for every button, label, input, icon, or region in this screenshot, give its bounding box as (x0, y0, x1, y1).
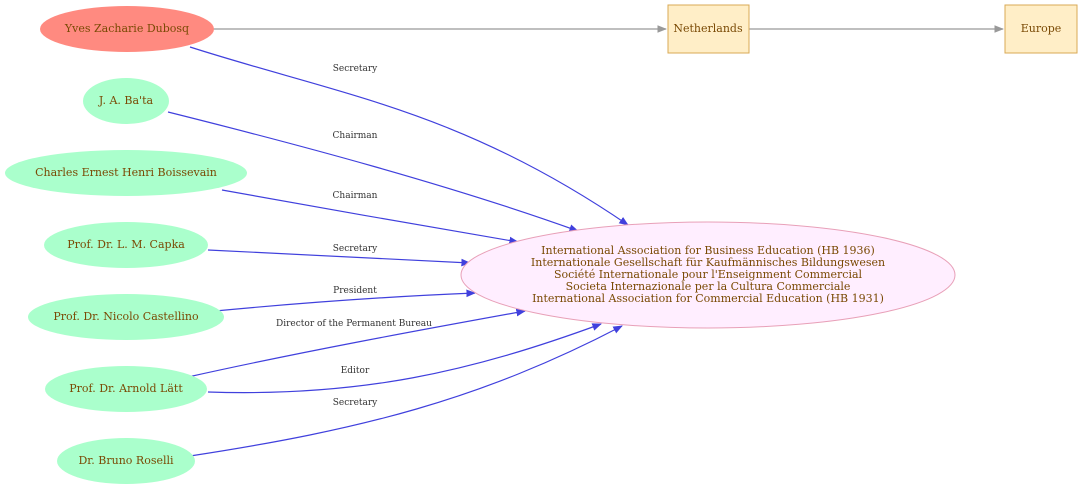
node-organization[interactable]: International Association for Business E… (460, 221, 956, 329)
edge-dubosq-org (189, 46, 629, 226)
org-name-line-5: International Association for Commercial… (532, 292, 884, 305)
svg-text:J. A. Ba'ta: J. A. Ba'ta (98, 94, 154, 107)
node-dubosq[interactable]: Yves Zacharie Dubosq (40, 6, 214, 52)
edge-capka-org (207, 249, 471, 267)
edge-label-latt-editor: Editor (341, 366, 370, 376)
svg-text:Prof. Dr. Nicolo Castellino: Prof. Dr. Nicolo Castellino (53, 310, 199, 323)
svg-text:Charles Ernest Henri Boissevai: Charles Ernest Henri Boissevain (35, 166, 217, 179)
org-name-line-1: International Association for Business E… (541, 244, 875, 257)
node-netherlands[interactable]: Netherlands (667, 4, 750, 54)
org-name-line-4: Societa Internazionale per la Cultura Co… (566, 280, 851, 293)
edge-boissevain-org (221, 189, 519, 245)
svg-text:Yves Zacharie Dubosq: Yves Zacharie Dubosq (64, 22, 189, 35)
edge-label-boissevain: Chairman (333, 191, 378, 201)
edge-latt-editor-org (207, 323, 602, 394)
node-castellino[interactable]: Prof. Dr. Nicolo Castellino (28, 294, 224, 340)
edge-label-dubosq: Secretary (333, 64, 378, 74)
edge-roselli-org (189, 325, 623, 457)
node-latt[interactable]: Prof. Dr. Arnold Lätt (45, 366, 207, 412)
edge-castellino-org (214, 289, 476, 312)
svg-text:Dr. Bruno Roselli: Dr. Bruno Roselli (78, 454, 174, 467)
svg-text:Prof. Dr. Arnold Lätt: Prof. Dr. Arnold Lätt (69, 382, 183, 395)
svg-text:Prof. Dr. L. M. Capka: Prof. Dr. L. M. Capka (67, 238, 185, 251)
edge-label-bata: Chairman (333, 131, 378, 141)
edge-label-roselli: Secretary (333, 398, 378, 408)
edge-label-latt-director: Director of the Permanent Bureau (276, 319, 432, 329)
node-bata[interactable]: J. A. Ba'ta (83, 78, 169, 124)
node-boissevain[interactable]: Charles Ernest Henri Boissevain (5, 150, 247, 196)
edge-label-capka: Secretary (333, 244, 378, 254)
node-europe[interactable]: Europe (1004, 4, 1078, 54)
svg-text:Europe: Europe (1021, 22, 1062, 35)
svg-text:Netherlands: Netherlands (673, 22, 743, 35)
edge-latt-director-org (187, 308, 526, 378)
edge-bata-org (167, 111, 579, 232)
org-name-line-3: Société Internationale pour l'Enseignmen… (554, 268, 863, 281)
edge-label-castellino: President (333, 286, 377, 296)
org-name-line-2: Internationale Gesellschaft für Kaufmänn… (531, 256, 885, 269)
node-roselli[interactable]: Dr. Bruno Roselli (57, 438, 195, 484)
node-capka[interactable]: Prof. Dr. L. M. Capka (44, 222, 208, 268)
